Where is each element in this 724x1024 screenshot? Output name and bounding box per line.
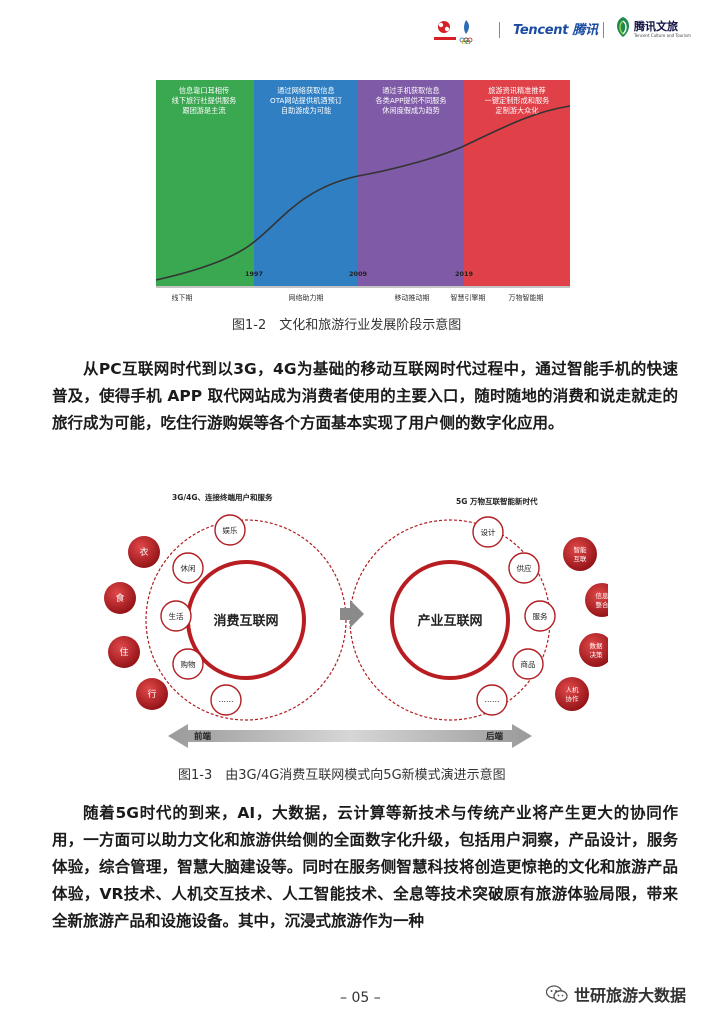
panel-1-line-3: 跟团游是主流 xyxy=(182,106,225,115)
industrial-internet-label: 产业互联网 xyxy=(417,613,482,629)
backend-label: 后端 xyxy=(486,731,504,742)
page-number: – 05 – xyxy=(340,990,381,1006)
industrial-internet-circle xyxy=(390,560,510,680)
panel-1-line-1: 信息靠口耳相传 xyxy=(179,86,229,95)
panel-3-line-2: 各类APP提供不同服务 xyxy=(375,96,446,105)
stage-label-offline: 线下期 xyxy=(172,293,193,302)
stage-label-network: 网络助力期 xyxy=(289,293,324,302)
left-node-more: …… xyxy=(219,695,234,704)
consumer-internet-label: 消费互联网 xyxy=(213,613,278,629)
evolution-arrow-icon xyxy=(340,600,364,628)
stage-panel-4 xyxy=(464,80,570,286)
tencent-wenlv-logo: 腾讯文旅 Tencent Culture and Tourism xyxy=(614,16,694,46)
stage-panel-1 xyxy=(156,80,254,286)
panel-4-line-3: 定制游大众化 xyxy=(495,106,538,115)
right-node-supply: 供应 xyxy=(517,563,532,573)
wenlv-logo-text: 腾讯文旅 xyxy=(634,20,678,33)
frontend-label: 前端 xyxy=(194,731,212,742)
panel-4-line-1: 旅游资讯精准推荐 xyxy=(488,86,546,95)
panel-2-line-2: OTA网站提供机酒预订 xyxy=(270,96,342,105)
red-node-data-line-2: 决策 xyxy=(590,650,604,659)
red-node-housing: 住 xyxy=(119,646,128,658)
header-separator xyxy=(603,22,604,38)
left-node-shopping: 购物 xyxy=(181,659,196,669)
right-diagram-title: 5G 万物互联智能新时代 xyxy=(456,496,538,506)
red-node-info-line-2: 整合 xyxy=(596,600,609,609)
figure-5g-evolution: 3G/4G、连接终端用户和服务 5G 万物互联智能新时代 消费互联网 产业互联网… xyxy=(104,492,609,748)
red-node-hci-line-2: 协作 xyxy=(566,694,580,703)
wechat-brand: 世研旅游大数据 xyxy=(546,982,686,1006)
stage-panel-2 xyxy=(254,80,358,286)
right-node-design: 设计 xyxy=(481,527,496,537)
left-node-entertainment: 娱乐 xyxy=(223,525,238,535)
stage-label-smart: 智慧引擎期 xyxy=(451,293,486,302)
frontend-backend-arrow xyxy=(168,724,532,748)
right-node-goods: 商品 xyxy=(521,659,536,669)
header-separator xyxy=(499,22,500,38)
tencent-logo: Tencent 腾讯 xyxy=(513,23,598,38)
year-label-2009: 2009 xyxy=(349,270,368,278)
wenlv-logo-subtext: Tencent Culture and Tourism xyxy=(634,33,691,38)
year-label-2019: 2019 xyxy=(455,270,474,278)
wenlv-leaf-icon xyxy=(617,17,629,37)
stage-label-mobile: 移动推动期 xyxy=(395,293,430,302)
right-node-more: …… xyxy=(485,695,500,704)
figure-1-3-caption: 图1-3 由3G/4G消费互联网模式向5G新模式演进示意图 xyxy=(178,768,506,783)
left-node-leisure: 休闲 xyxy=(181,563,196,573)
stage-panel-3 xyxy=(358,80,464,286)
wechat-icon xyxy=(546,985,568,1002)
panel-1-line-2: 线下旅行社提供服务 xyxy=(172,96,237,105)
left-node-life: 生活 xyxy=(169,611,184,621)
brand-name: 世研旅游大数据 xyxy=(574,986,687,1005)
paragraph-1: 从PC互联网时代到以3G，4G为基础的移动互联网时代过程中，通过智能手机的快速普… xyxy=(52,360,678,432)
red-node-info-line-1: 信息 xyxy=(596,591,609,600)
red-node-data-line-1: 数据 xyxy=(590,641,604,650)
figure-1-2-caption: 图1-2 文化和旅游行业发展阶段示意图 xyxy=(232,318,462,333)
right-node-service: 服务 xyxy=(533,611,548,621)
figure-industry-stages: 信息靠口耳相传 线下旅行社提供服务 跟团游是主流 通过网络获取信息 OTA网站提… xyxy=(155,80,571,302)
red-node-smart-line-2: 互联 xyxy=(574,554,588,563)
stage-label-iot: 万物智能期 xyxy=(509,293,544,302)
red-node-smart-line-1: 智能 xyxy=(574,545,588,554)
panel-4-line-2: 一键定制形成和服务 xyxy=(485,96,550,105)
year-label-1997: 1997 xyxy=(245,270,263,278)
panel-3-line-1: 通过手机获取信息 xyxy=(382,86,440,95)
left-diagram-title: 3G/4G、连接终端用户和服务 xyxy=(172,492,273,502)
red-node-food: 食 xyxy=(115,592,124,604)
red-node-travel: 行 xyxy=(147,688,156,700)
paragraph-2: 随着5G时代的到来，AI，大数据，云计算等新技术与传统产业将产生更大的协同作用，… xyxy=(52,804,678,930)
china-unicom-olympic-logo xyxy=(434,20,473,44)
panel-2-line-3: 自助游成为可能 xyxy=(281,106,331,115)
red-node-hci-line-1: 人机 xyxy=(566,685,580,694)
panel-3-line-3: 休闲度假成为趋势 xyxy=(382,106,440,115)
panel-2-line-1: 通过网络获取信息 xyxy=(277,86,335,95)
red-node-clothing: 衣 xyxy=(139,546,148,558)
growth-curve xyxy=(155,105,571,281)
